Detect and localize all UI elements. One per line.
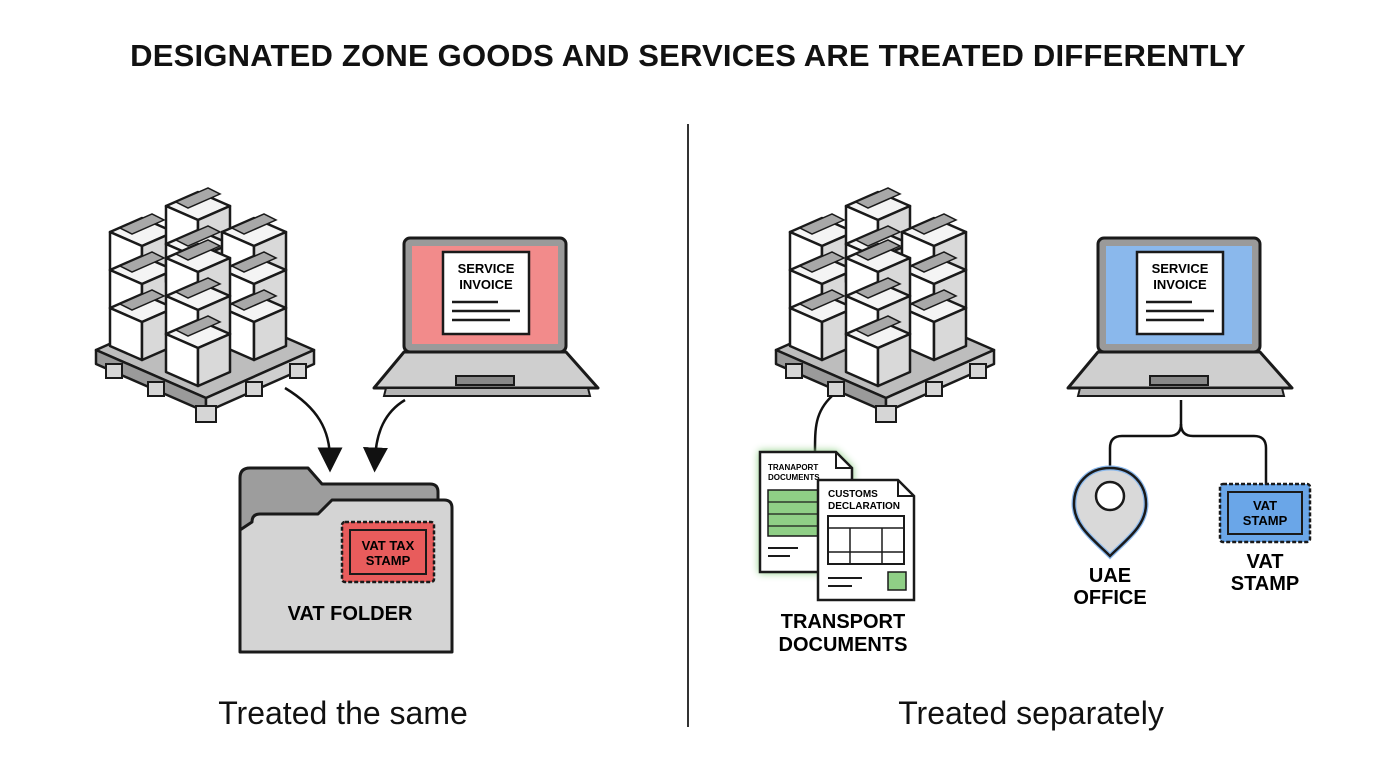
front-doc-title2: DECLARATION (828, 501, 900, 512)
transport-documents: TRANAPORT DOCUMENTS CUSTOMS DECLARATION … (758, 450, 916, 656)
transport-docs-label2: DOCUMENTS (779, 634, 908, 656)
stamp-text-line2: STAMP (1243, 513, 1288, 528)
front-doc-check (887, 571, 907, 591)
vat-folder-label: VAT FOLDER (288, 603, 413, 625)
front-doc-title1: CUSTOMS (828, 489, 878, 500)
stamp-bg-right (1218, 482, 1312, 544)
back-doc-table (767, 489, 821, 537)
connector-goods-to-docs (813, 395, 833, 453)
stamp-bg-left (340, 520, 436, 584)
back-doc-title1: TRANAPORT (768, 463, 818, 472)
invoice-title-line1: SERVICE (1152, 261, 1209, 276)
vat-stamp-label1: VAT (1246, 551, 1283, 573)
connector-to-office (1108, 400, 1183, 470)
uae-office: UAE OFFICE (1071, 465, 1149, 609)
arrow-invoice-to-folder (362, 398, 406, 473)
stamp-text-line1: VAT TAX (362, 538, 415, 553)
invoice-title-line1: SERVICE (458, 261, 515, 276)
uae-office-label1: UAE (1089, 565, 1131, 587)
uae-office-label2: OFFICE (1073, 587, 1146, 609)
arrow-goods-to-folder (284, 386, 343, 473)
vat-folder: VAT TAX STAMP VAT FOLDER (238, 466, 454, 654)
invoice-title-line2: INVOICE (459, 277, 513, 292)
invoice-title-line2: INVOICE (1153, 277, 1207, 292)
right-caption: Treated separately (898, 695, 1164, 731)
laptop-left: SERVICE INVOICE (372, 236, 600, 397)
vat-tax-stamp: VAT TAX STAMP (340, 520, 436, 584)
transport-docs-label1: TRANSPORT (781, 611, 905, 633)
back-doc-title2: DOCUMENTS (768, 473, 820, 482)
connector-to-stamp (1179, 423, 1268, 484)
center-divider (687, 124, 689, 727)
goods-pallet-left (96, 188, 314, 422)
vat-stamp-label2: STAMP (1231, 573, 1300, 595)
stamp-text-line1: VAT (1253, 498, 1277, 513)
page-title: DESIGNATED ZONE GOODS AND SERVICES ARE T… (130, 38, 1246, 73)
goods-pallet-right (776, 188, 994, 422)
stamp-text-line2: STAMP (366, 553, 411, 568)
laptop-right: SERVICE INVOICE (1066, 236, 1294, 397)
left-caption: Treated the same (218, 695, 468, 731)
vat-stamp-right: VAT STAMP VAT STAMP (1218, 482, 1312, 595)
